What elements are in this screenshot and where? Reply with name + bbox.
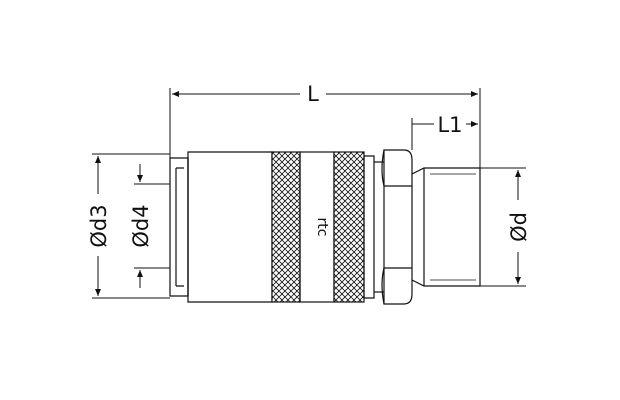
front-sleeve (169, 157, 189, 297)
dimension-L-label: L (307, 82, 319, 106)
hex-nut (383, 149, 413, 305)
neck (363, 155, 375, 299)
dimension-L1 (411, 118, 478, 150)
dimension-L (169, 88, 481, 168)
dimension-d3-label: Ød3 (87, 204, 111, 247)
main-sleeve (187, 151, 273, 303)
coupling-body (169, 149, 481, 305)
knurled-ring-2 (333, 151, 365, 303)
knurled-ring-1 (271, 151, 301, 303)
threaded-tail (411, 167, 481, 287)
front-sleeve-inner (175, 167, 184, 287)
dimension-d (480, 167, 526, 287)
brand-mark: rtc (314, 218, 330, 237)
dimension-d4 (134, 164, 170, 288)
dimension-d-label: Ød (507, 212, 531, 242)
dimension-d3 (92, 153, 170, 299)
dimension-L1-label: L1 (437, 113, 462, 137)
dimension-d4-label: Ød4 (129, 204, 153, 247)
